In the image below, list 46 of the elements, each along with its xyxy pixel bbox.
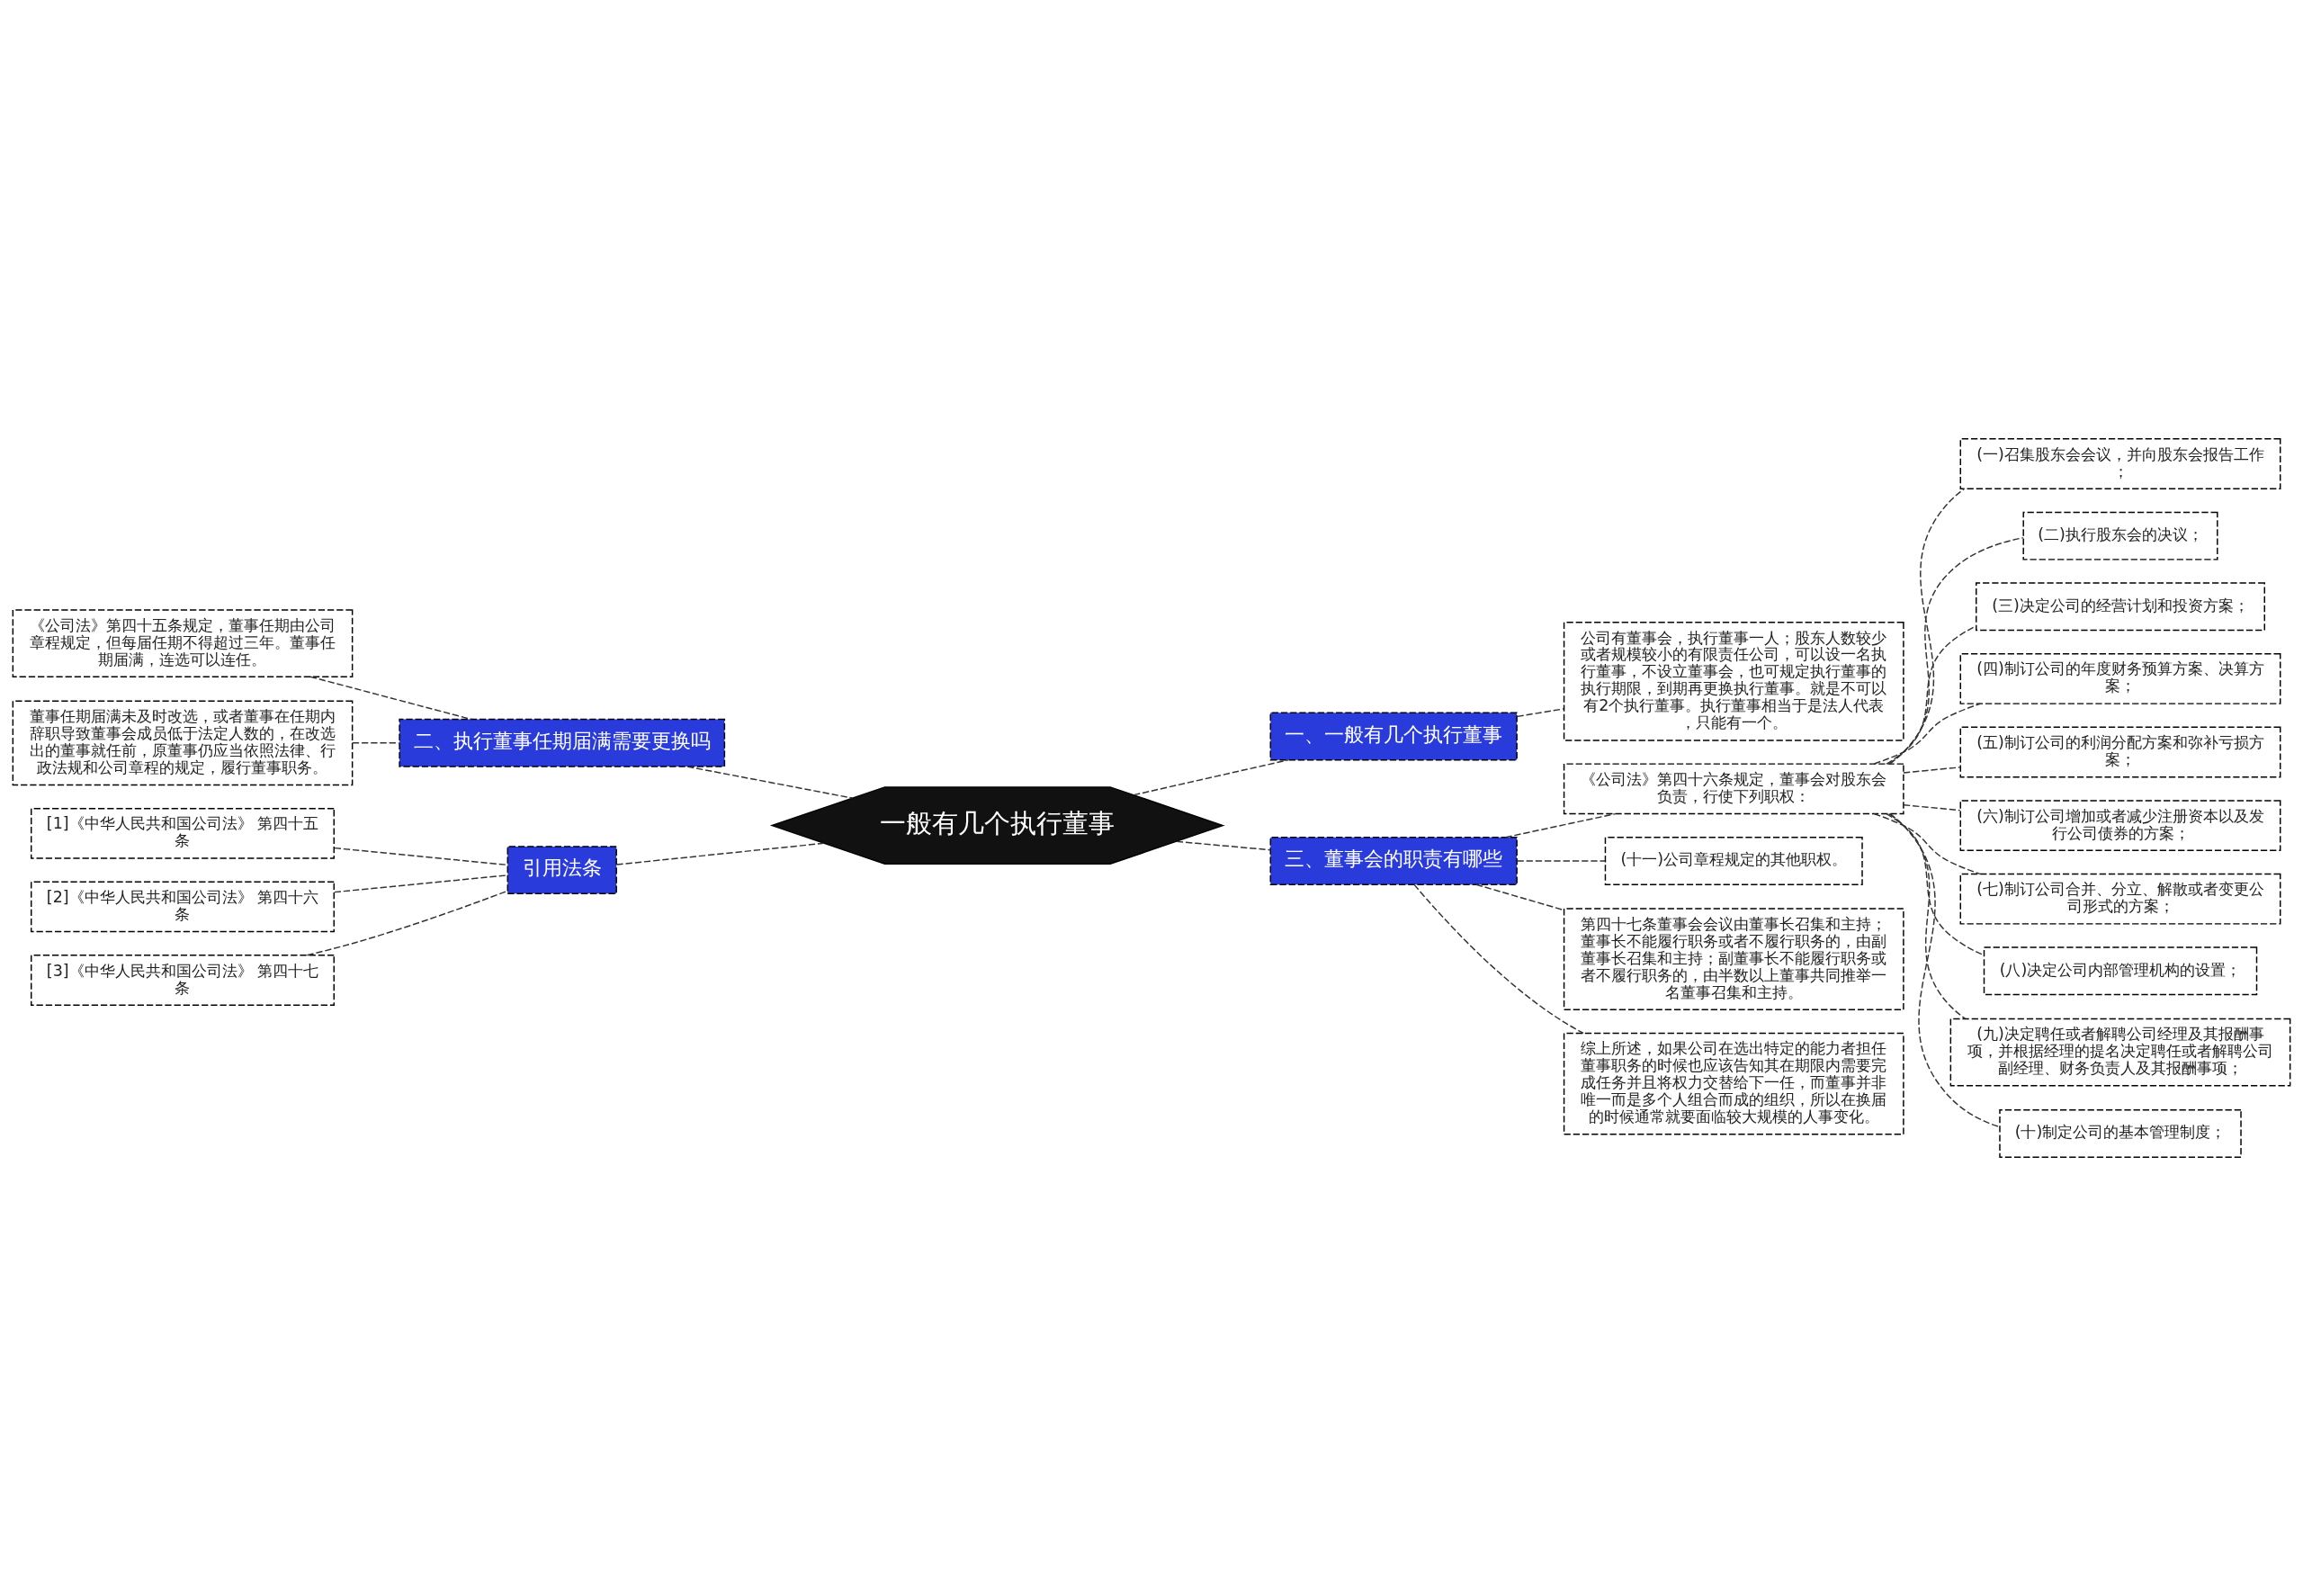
connector xyxy=(1873,703,1981,765)
node-box: (六)制订公司增加或者减少注册资本以及发行公司债券的方案； xyxy=(1959,800,2281,851)
connector xyxy=(1889,488,1966,765)
connector xyxy=(1889,812,2001,1128)
node-box: (四)制订公司的年度财务预算方案、决算方案； xyxy=(1959,653,2281,704)
node-box: (十一)公司章程规定的其他职权。 xyxy=(1604,837,1863,885)
connector xyxy=(1133,759,1289,796)
connector xyxy=(1887,812,1967,1020)
node-box: (三)决定公司的经营计划和投资方案； xyxy=(1976,582,2265,632)
connector xyxy=(1516,860,1606,862)
connector xyxy=(352,742,400,744)
node-box: [2]《中华人民共和国公司法》 第四十六条 xyxy=(31,881,335,933)
connector xyxy=(334,847,508,866)
node-box: 二、执行董事任期届满需要更换吗 xyxy=(399,718,726,767)
connector xyxy=(615,842,825,865)
connector xyxy=(1475,883,1564,911)
connector xyxy=(1886,625,1977,765)
connector xyxy=(1176,840,1271,851)
node-box: (二)执行股东会的决议； xyxy=(2022,511,2218,560)
node-box: (五)制订公司的利润分配方案和弥补亏损方案； xyxy=(1959,726,2281,778)
connector xyxy=(306,890,508,956)
node-box: 《公司法》第四十六条规定，董事会对股东会负责，行使下列职权： xyxy=(1563,763,1904,815)
connector xyxy=(686,766,854,799)
connector xyxy=(1903,803,1961,811)
node-box: 引用法条 xyxy=(506,846,617,895)
connector xyxy=(1516,708,1564,718)
node-box: 公司有董事会，执行董事一人；股东人数较少或者规模较小的有限责任公司，可以设一名执行董事，不设立董事会，也可规定执行董事的执行期限，到期再更换执行董事。就是不可以有2个执行董事。执行董事相当于是法人代表，只能有一个。 xyxy=(1563,622,1904,741)
node-box: 三、董事会的职责有哪些 xyxy=(1269,837,1518,885)
node-box: 《公司法》第四十五条规定，董事任期由公司章程规定，但每届任期不得超过三年。董事任期届满，连选可以连任。 xyxy=(12,609,354,677)
connector xyxy=(1887,537,2024,765)
node-box: [1]《中华人民共和国公司法》 第四十五条 xyxy=(31,807,335,859)
connector xyxy=(334,874,508,893)
node-box: (十)制定公司的基本管理制度； xyxy=(1999,1109,2242,1158)
node-box: 综上所述，如果公司在选出特定的能力者担任董事职务的时候也应该告知其在期限内需要完成任务并且将权力交替给下一任，而董事并非唯一而是多个人组合而成的组织，所以在换届的时候通常就要面临较大规模的人事变化。 xyxy=(1563,1032,1904,1135)
node-box: (八)决定公司内部管理机构的设置； xyxy=(1983,946,2258,996)
connector xyxy=(1873,812,1981,875)
node-box: (七)制订公司合并、分立、解散或者变更公司形式的方案； xyxy=(1959,873,2281,925)
node-box: (一)召集股东会会议，并向股东会报告工作； xyxy=(1959,438,2281,489)
connector xyxy=(1504,812,1617,838)
node-box: (九)决定聘任或者解聘公司经理及其报酬事项，并根据经理的提名决定聘任或者解聘公司副经理、财务负责人及其报酬事项； xyxy=(1949,1018,2291,1087)
connector xyxy=(1413,883,1584,1035)
node-box: [3]《中华人民共和国公司法》 第四十七条 xyxy=(31,955,335,1006)
node-box: 一、一般有几个执行董事 xyxy=(1269,712,1518,761)
node-box: 董事任期届满未及时改选，或者董事在任期内辞职导致董事会成员低于法定人数的，在改选出的董事就任前，原董事仍应当依照法律、行政法规和公司章程的规定，履行董事职务。 xyxy=(12,700,354,786)
node-box: 第四十七条董事会会议由董事长召集和主持；董事长不能履行职务或者不履行职务的，由副董事长召集和主持；副董事长不能履行职务或者不履行职务的，由半数以上董事共同推举一名董事召集和主持。 xyxy=(1563,908,1904,1010)
connector xyxy=(1903,767,1961,774)
